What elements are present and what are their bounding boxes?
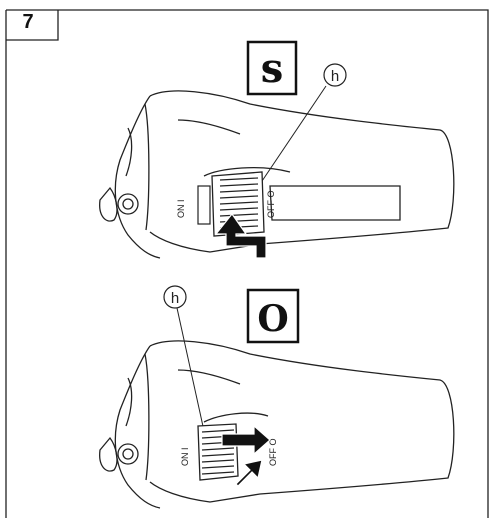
callout-label-bottom: h bbox=[171, 290, 179, 307]
mode-symbol-bottom: O bbox=[257, 298, 288, 340]
callout-label-top: h bbox=[331, 68, 339, 85]
switch-on-label-top: ON I bbox=[176, 199, 186, 218]
tool-body-top bbox=[99, 90, 455, 259]
mode-box-bottom bbox=[246, 288, 300, 344]
switch-off-label-top: OFF O bbox=[266, 191, 276, 219]
arrow-press-bottom bbox=[235, 459, 263, 487]
callout-circle-top bbox=[323, 63, 347, 87]
callout-leader-bottom bbox=[176, 307, 207, 441]
figure-frame bbox=[5, 9, 489, 518]
switch-off-label-bottom: OFF O bbox=[268, 439, 278, 467]
figure-number: 7 bbox=[22, 11, 34, 33]
callout-leader-top bbox=[255, 85, 327, 191]
arrow-slide-lock-top bbox=[214, 212, 267, 259]
mode-box-top bbox=[246, 40, 298, 96]
switch-bottom bbox=[197, 423, 239, 481]
tool-body-bottom bbox=[99, 340, 455, 509]
switch-on-label-bottom: ON I bbox=[180, 447, 190, 466]
callout-circle-bottom bbox=[163, 285, 187, 309]
switch-top bbox=[197, 171, 265, 237]
panel-bottom: h O ON I OFF O bbox=[99, 285, 455, 509]
mode-symbol-top: s bbox=[261, 45, 284, 92]
panel-top: s h bbox=[99, 40, 455, 259]
arrow-unlock-forward-bottom bbox=[221, 424, 271, 456]
